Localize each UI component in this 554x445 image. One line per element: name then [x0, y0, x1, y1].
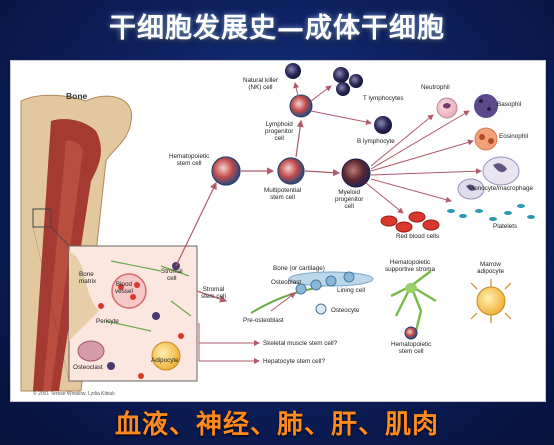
- nk-cell-label: Natural killer(NK) cell: [243, 77, 278, 91]
- image-credit: © 2001 Terese Winslow, Lydia Kibiuk: [33, 391, 115, 397]
- red-blood-cells-label: Red blood cells: [396, 233, 440, 240]
- basophil-label: Basophil: [497, 101, 522, 108]
- stem-cell-diagram: Bone Natural killer(NK) cell T lymphocyt…: [10, 60, 546, 402]
- lining-cell-label: Lining cell: [337, 287, 366, 294]
- stromal-lineage: [196, 270, 512, 364]
- eosinophil-label: Eosinophil: [499, 133, 529, 140]
- platelets-label: Platelets: [493, 223, 518, 230]
- supportive-stroma-cell: [390, 270, 437, 340]
- bone-cartilage-label: Bone (or cartilage): [273, 265, 325, 272]
- hepatocyte-label: Hepatocyte stem cell?: [263, 358, 325, 365]
- osteoclast-label: Osteoclast: [73, 364, 103, 371]
- t-lymphocytes-label: T lymphocytes: [363, 95, 404, 102]
- bottom-caption: 血液、神经、肺、肝、肌肉: [114, 410, 439, 440]
- hematopoietic-lineage: [175, 63, 535, 267]
- skeletal-muscle-label: Skeletal muscle stem cell?: [263, 340, 338, 347]
- bone-label: Bone: [66, 91, 88, 101]
- platelets-group: [447, 204, 535, 221]
- b-lymphocyte-label: B lymphocyte: [357, 138, 395, 145]
- pre-osteoblast-label: Pre-osteoblast: [243, 317, 284, 324]
- monocyte-label: Monocyte/macrophage: [469, 185, 534, 192]
- osteoblast-label: Osteoblast: [271, 279, 302, 286]
- adipocyte-label: Adipocyte: [151, 357, 179, 364]
- slide-title: 干细胞发展史—成体干细胞: [109, 13, 445, 44]
- pericyte-label: Pericyte: [96, 318, 119, 325]
- marrow-inset: [68, 245, 198, 382]
- diagram-artwork: [20, 63, 535, 392]
- osteocyte-label: Osteocyte: [331, 307, 360, 314]
- neutrophil-label: Neutrophil: [421, 84, 450, 91]
- bone-illustration: [20, 94, 132, 392]
- marrow-adipocyte-cell: [470, 279, 512, 323]
- red-blood-cells-group: [380, 211, 440, 233]
